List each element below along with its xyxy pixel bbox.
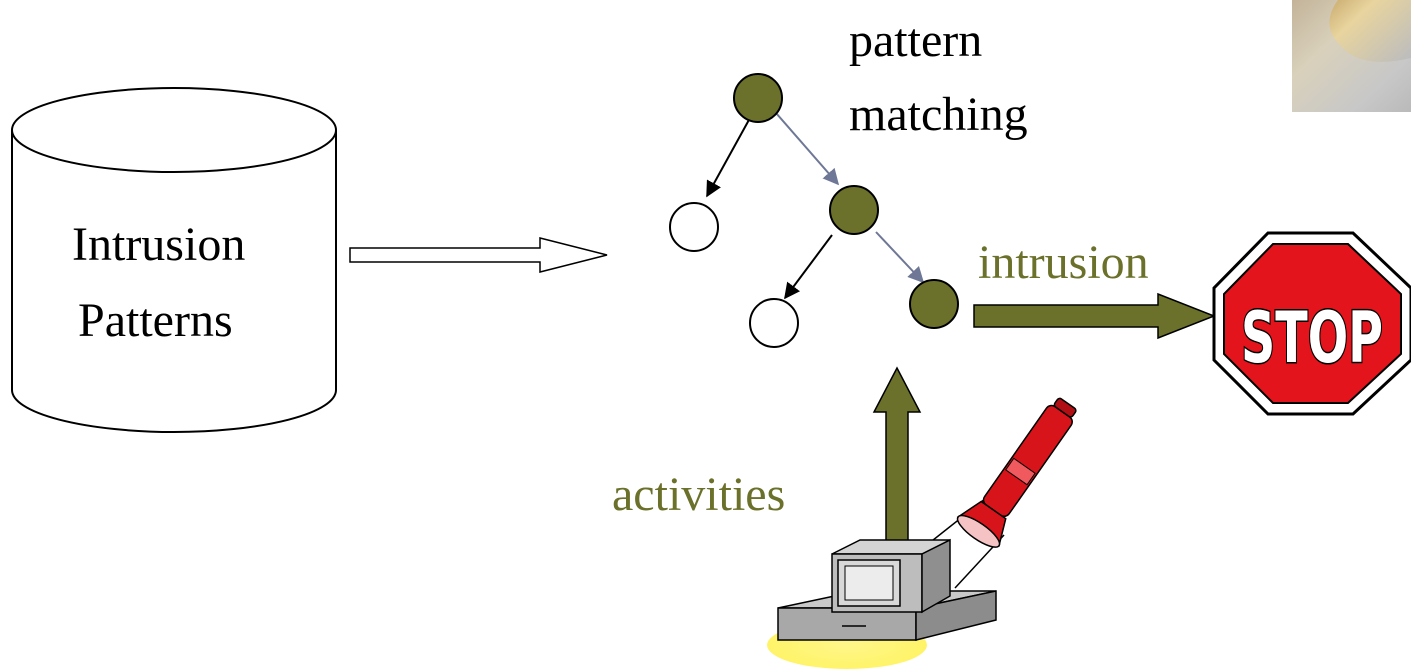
database-label-line2: Patterns bbox=[78, 294, 233, 347]
tree-node-lower-left bbox=[749, 298, 799, 348]
pattern-tree-icon bbox=[669, 73, 959, 348]
activities-arrow bbox=[872, 366, 922, 546]
flashlight-icon bbox=[956, 397, 1077, 548]
tree-edge bbox=[784, 234, 833, 300]
stop-sign-text: STOP bbox=[1241, 297, 1383, 379]
tree-node-root bbox=[733, 73, 783, 123]
tree-edge bbox=[775, 112, 840, 186]
tree-edge bbox=[706, 117, 751, 198]
hollow-arrow bbox=[349, 237, 608, 273]
stop-sign-icon: STOP bbox=[1212, 231, 1411, 416]
pattern-matching-label-line1: pattern bbox=[849, 14, 982, 67]
pattern-matching-label-line2: matching bbox=[849, 88, 1028, 141]
activities-label: activities bbox=[612, 468, 785, 521]
database-label-line1: Intrusion bbox=[72, 218, 245, 271]
intrusion-arrow bbox=[973, 292, 1217, 340]
computer-icon bbox=[777, 538, 997, 641]
intrusion-label: intrusion bbox=[978, 236, 1149, 289]
tree-node-match bbox=[909, 279, 959, 329]
photo-corner bbox=[1292, 0, 1411, 112]
tree-node-mid bbox=[829, 185, 879, 235]
tree-edge bbox=[875, 231, 925, 284]
tree-node-left bbox=[669, 202, 719, 252]
cylinder-database-icon bbox=[11, 87, 337, 433]
